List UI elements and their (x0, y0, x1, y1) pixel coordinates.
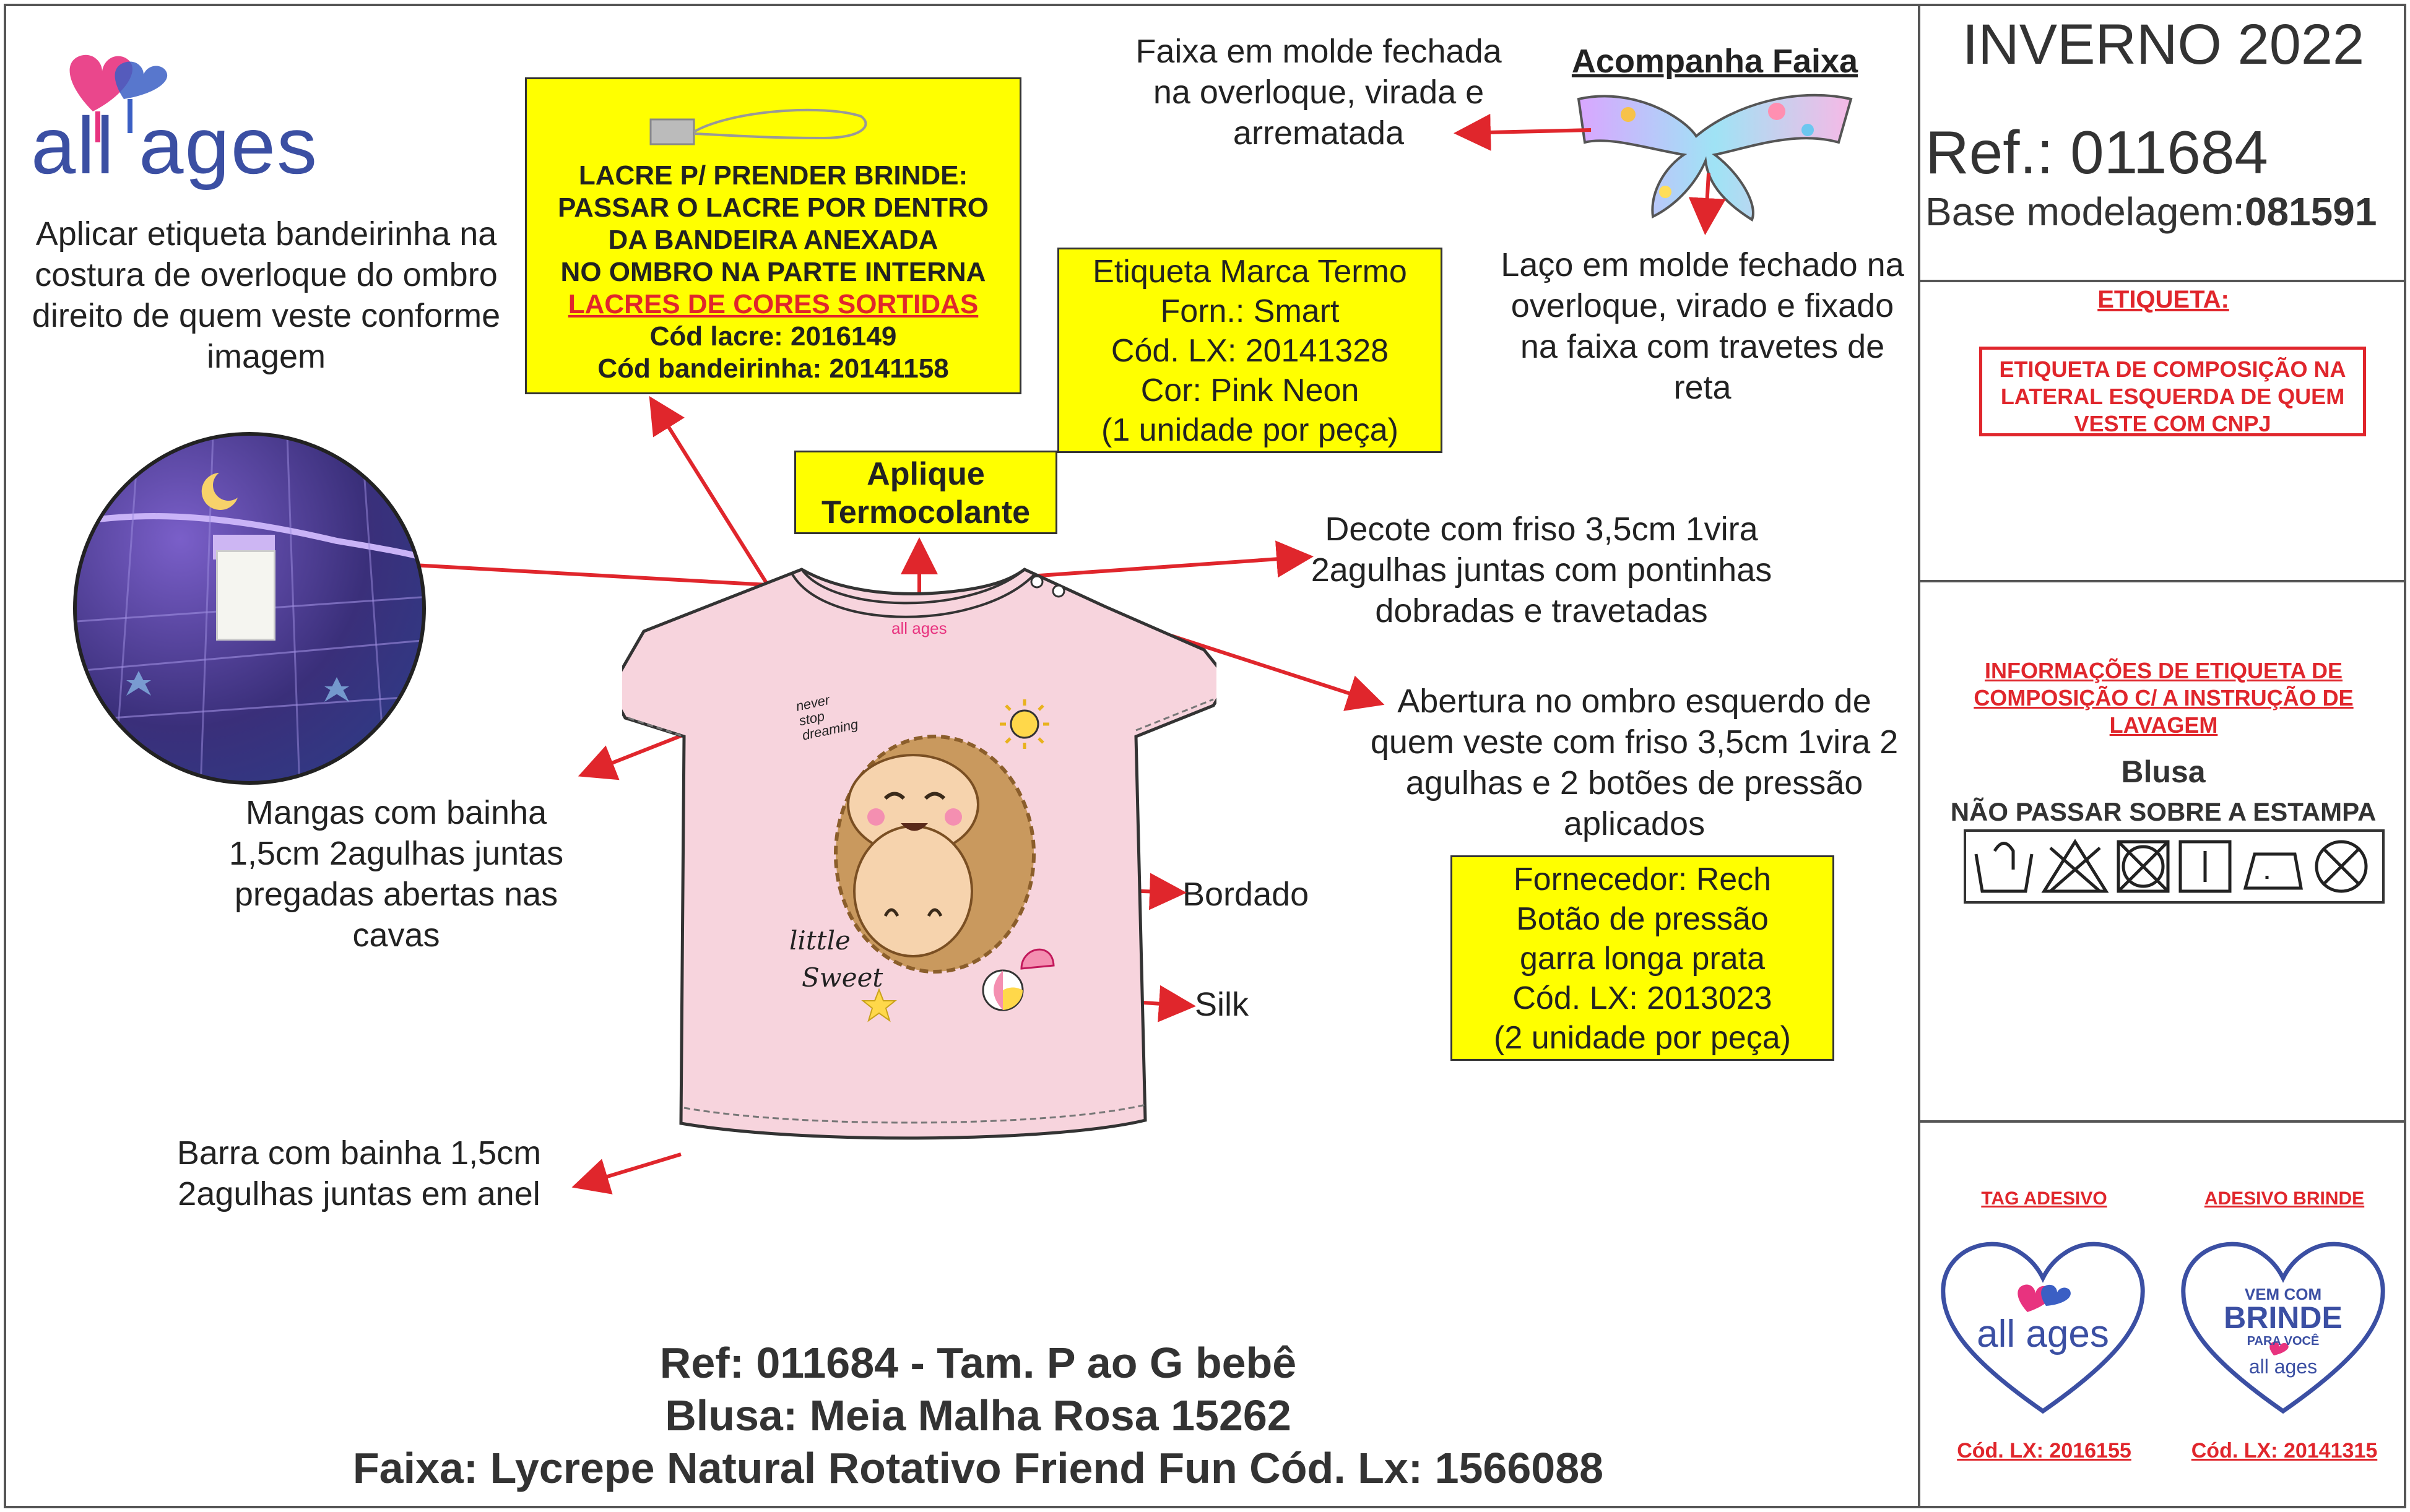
no-bleach-icon (2041, 839, 2109, 893)
note-bordado: Bordado (1182, 876, 1309, 913)
season-title: INVERNO 2022 (1962, 13, 2365, 76)
etiqueta-line-1: Etiqueta Marca Termo (1093, 254, 1407, 290)
fornecedor-line-2: Botão de pressão (1516, 901, 1769, 937)
print-sweet: Sweet (802, 962, 883, 993)
brinde-line-1: VEM COM (2244, 1285, 2322, 1303)
tag-adesivo-heart: all ages (1935, 1225, 2151, 1423)
note-bandeirinha: Aplicar etiqueta bandeirinha na costura … (32, 215, 501, 375)
tshirt-illustration: all ages never stop dreaming little Swee… (622, 563, 1216, 1194)
ref-number: Ref.: 011684 (1925, 118, 2268, 186)
seal-tag-icon (649, 108, 867, 145)
base-value: 081591 (2244, 189, 2377, 234)
no-tumble-dry-icon (2117, 840, 2169, 892)
lacre-line-1: LACRE P/ PRENDER BRINDE: (578, 160, 968, 191)
headband-illustration (1577, 93, 1853, 222)
etiqueta-title: ETIQUETA: (2097, 286, 2229, 313)
lacre-line-6: Cód lacre: 2016149 (649, 321, 897, 352)
lacre-box: LACRE P/ PRENDER BRINDE: PASSAR O LACRE … (525, 77, 1021, 394)
tag-adesivo-title: TAG ADESIVO (1981, 1188, 2107, 1209)
sun-icon (1000, 699, 1049, 749)
warning-text: NÃO PASSAR SOBRE A ESTAMPA (1950, 797, 2377, 826)
hedgehog-embroidery (834, 735, 1036, 974)
info-title: INFORMAÇÕES DE ETIQUETA DE COMPOSIÇÃO C/… (1974, 658, 2354, 738)
fornecedor-line-4: Cód. LX: 2013023 (1512, 980, 1772, 1016)
divider-3 (1918, 1120, 2406, 1123)
beach-ball-icon (982, 969, 1024, 1011)
brand-wordmark: all ages (31, 100, 319, 191)
hearts-icon (69, 54, 168, 142)
product-name: Blusa (2121, 754, 2206, 789)
fornecedor-line-1: Fornecedor: Rech (1513, 862, 1772, 897)
tag-code: Cód. LX: 2016155 (1957, 1439, 2131, 1462)
brinde-code: Cód. LX: 20141315 (2191, 1439, 2378, 1462)
divider-1 (1918, 280, 2406, 282)
no-dry-clean-icon (2321, 847, 2361, 886)
lacre-line-7: Cód bandeirinha: 20141158 (597, 353, 949, 384)
note-barra: Barra com bainha 1,5cm 2agulhas juntas e… (176, 1134, 542, 1212)
shell-icon (1020, 948, 1055, 970)
aplique-line-2: Termocolante (821, 495, 1031, 530)
etiqueta-line-4: Cor: Pink Neon (1140, 373, 1359, 408)
brand-logo: all ages (25, 25, 347, 191)
note-abertura: Abertura no ombro esquerdo de quem veste… (1370, 683, 1899, 842)
iron-low-icon (2243, 852, 2303, 890)
lacre-line-2: PASSAR O LACRE POR DENTRO (558, 192, 989, 223)
note-laco: Laço em molde fechado na overloque, vira… (1501, 246, 1904, 406)
note-silk: Silk (1195, 986, 1249, 1023)
etiqueta-line-2: Forn.: Smart (1160, 293, 1340, 329)
side-panel-divider (1918, 4, 1920, 1508)
footer-line-3: Faixa: Lycrepe Natural Rotativo Friend F… (352, 1444, 1604, 1492)
fornecedor-line-3: garra longa prata (1519, 941, 1766, 977)
lacre-line-5: LACRES DE CORES SORTIDAS (568, 289, 979, 319)
etiqueta-line-5: (1 unidade por peça) (1101, 412, 1398, 448)
brinde-brand: all ages (2248, 1355, 2318, 1378)
detail-photo-circle (73, 432, 426, 785)
fornecedor-box: Fornecedor: Rech Botão de pressão garra … (1450, 855, 1834, 1061)
brinde-line-3: PARA VOCÊ (2247, 1334, 2320, 1348)
flag-label (216, 550, 275, 641)
heart-icon (1941, 1242, 2145, 1414)
tag-brand: all ages (1977, 1313, 2109, 1355)
footer: Ref: 011684 - Tam. P ao G bebê Blusa: Me… (124, 1337, 1832, 1495)
note-decote: Decote com friso 3,5cm 1vira 2agulhas ju… (1311, 511, 1772, 629)
footer-line-1: Ref: 011684 - Tam. P ao G bebê (659, 1339, 1297, 1387)
heart-icon (2181, 1242, 2385, 1414)
etiqueta-termo-box: Etiqueta Marca Termo Forn.: Smart Cód. L… (1057, 248, 1442, 453)
aplique-box: Aplique Termocolante (794, 451, 1057, 534)
footer-line-2: Blusa: Meia Malha Rosa 15262 (665, 1391, 1291, 1440)
note-faixa-molde: Faixa em molde fechada na overloque, vir… (1135, 33, 1502, 152)
print-little-sweet: little Sweet (789, 922, 883, 996)
brinde-line-2: BRINDE (2224, 1300, 2343, 1335)
sheet-frame (4, 4, 2406, 1508)
handwash-icon (1974, 853, 2034, 893)
etiqueta-text: ETIQUETA DE COMPOSIÇÃO NA LATERAL ESQUER… (1979, 347, 2366, 436)
aplique-line-1: Aplique (867, 456, 985, 492)
note-acompanha-faixa: Acompanha Faixa (1571, 43, 1858, 80)
neck-label-brand: all ages (891, 619, 947, 637)
print-little: little (789, 925, 851, 956)
base-label: Base modelagem: (1925, 189, 2245, 234)
lacre-line-3: DA BANDEIRA ANEXADA (608, 225, 938, 255)
care-symbols (1964, 829, 2385, 904)
adesivo-brinde-title: ADESIVO BRINDE (2204, 1188, 2365, 1209)
star-icon (861, 988, 897, 1022)
lacre-line-4: NO OMBRO NA PARTE INTERNA (560, 257, 986, 287)
base-modelagem: Base modelagem:081591 (1925, 189, 2377, 235)
fornecedor-line-5: (2 unidade por peça) (1494, 1020, 1791, 1056)
etiqueta-line-3: Cód. LX: 20141328 (1111, 333, 1389, 369)
divider-2 (1918, 580, 2406, 582)
adesivo-brinde-heart: VEM COM BRINDE PARA VOCÊ all ages (2175, 1225, 2391, 1423)
note-mangas: Mangas com bainha 1,5cm 2agulhas juntas … (228, 794, 564, 954)
